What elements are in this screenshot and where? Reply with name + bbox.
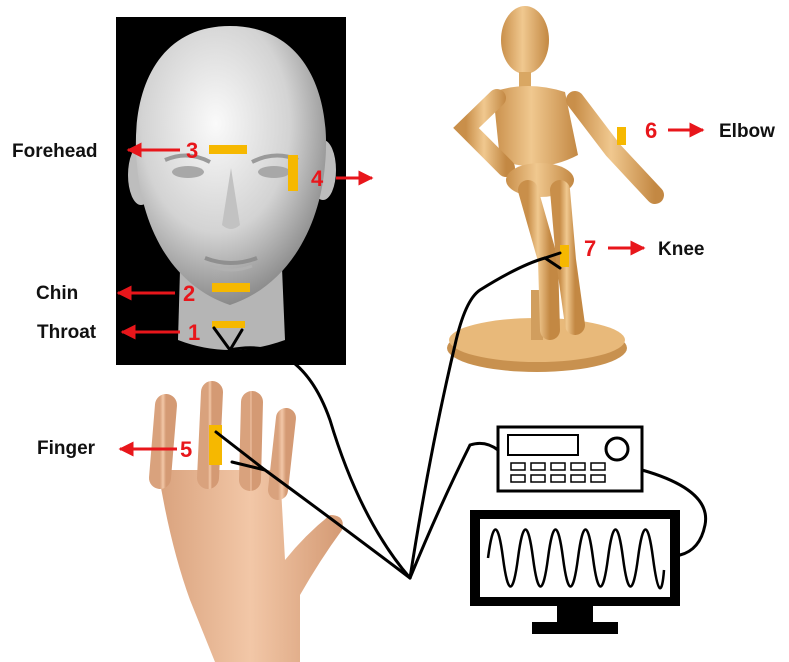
label-elbow: Elbow <box>719 121 775 143</box>
site-number-5: 5 <box>180 437 192 463</box>
monitor-icon <box>470 510 680 634</box>
label-throat: Throat <box>37 322 96 344</box>
label-knee: Knee <box>658 239 704 261</box>
sensor-throat <box>212 321 245 328</box>
sensor-chin <box>212 283 250 292</box>
sensor-forehead <box>209 145 247 154</box>
hand-image <box>158 392 343 662</box>
sensor-elbow <box>617 127 626 145</box>
site-number-7: 7 <box>584 236 596 262</box>
sensor-knee <box>560 245 569 267</box>
site-number-2: 2 <box>183 281 195 307</box>
label-forehead: Forehead <box>12 141 98 163</box>
site-number-4: 4 <box>311 166 323 192</box>
site-number-3: 3 <box>186 138 198 164</box>
function-generator-icon <box>498 427 642 491</box>
label-finger: Finger <box>37 438 95 460</box>
label-chin: Chin <box>36 283 78 305</box>
wooden-figure-image <box>447 6 655 372</box>
site-number-6: 6 <box>645 118 657 144</box>
site-number-1: 1 <box>188 320 200 346</box>
sensor-temple <box>288 155 298 191</box>
